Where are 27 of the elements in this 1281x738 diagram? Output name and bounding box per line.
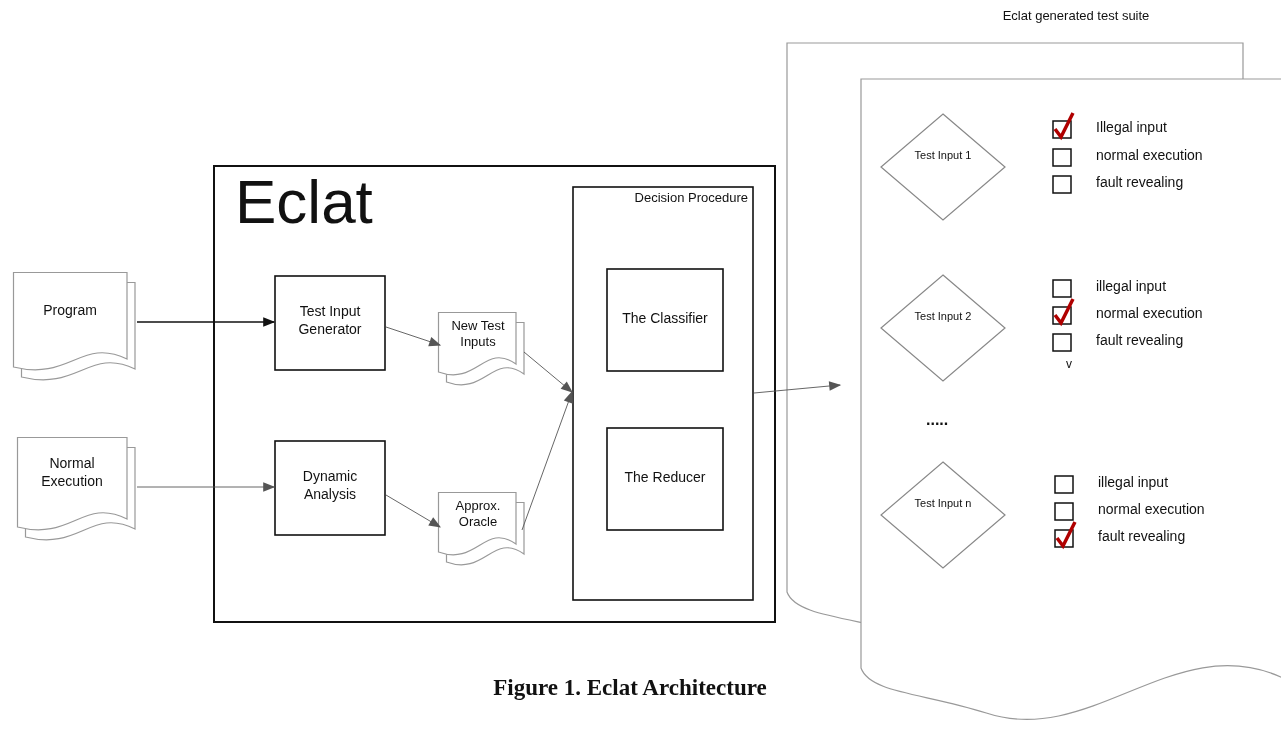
ellipsis: ..... xyxy=(926,411,949,429)
node-label: Normal Execution xyxy=(40,455,104,490)
node-label: Dynamic Analysis xyxy=(301,468,359,503)
option-label: normal execution xyxy=(1096,305,1203,321)
option-label: fault revealing xyxy=(1096,174,1184,190)
node-label: Approx. Oracle xyxy=(454,498,502,531)
node-label: Test Input Generator xyxy=(297,303,363,338)
node-label: Program xyxy=(42,302,98,320)
node-label: Test Input 2 xyxy=(913,310,973,324)
figure-caption: Figure 1. Eclat Architecture xyxy=(492,675,768,701)
node-label: The Classifier xyxy=(621,310,709,328)
node-label: Decision Procedure xyxy=(633,190,748,207)
option-label: normal execution xyxy=(1098,501,1205,517)
page-heading: Eclat generated test suite xyxy=(1001,8,1151,25)
option-label: fault revealing xyxy=(1096,332,1184,348)
arrow xyxy=(136,317,276,327)
option-label: illegal input xyxy=(1096,278,1167,294)
node-label: Test Input 1 xyxy=(913,149,973,163)
option-label: normal execution xyxy=(1096,147,1203,163)
node-label: New Test Inputs xyxy=(450,318,506,351)
note-mark: v xyxy=(1066,357,1072,371)
option-label: fault revealing xyxy=(1098,528,1186,544)
system-title: Eclat xyxy=(235,171,373,233)
option-label: illegal input xyxy=(1098,474,1169,490)
node-label: The Reducer xyxy=(623,469,707,487)
option-label: Illegal input xyxy=(1096,119,1167,135)
node-label: Test Input n xyxy=(913,497,973,511)
